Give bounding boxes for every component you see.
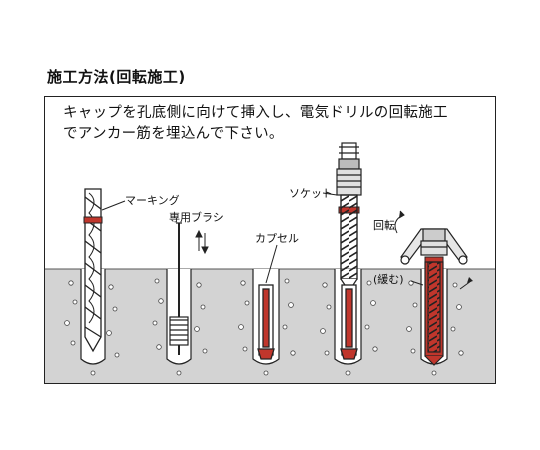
rotation-label: 回転 xyxy=(373,219,395,232)
up-down-arrows-icon xyxy=(195,229,209,255)
instruction-panel: キャップを孔底側に向けて挿入し、電気ドリルの回転施工 でアンカー筋を埋込んで下さ… xyxy=(44,96,496,384)
cleaning-brush xyxy=(169,222,189,355)
rotation-arrow-icon xyxy=(394,210,405,234)
section-title: 施工方法(回転施工) xyxy=(47,68,186,86)
loosen-label: (緩む) xyxy=(373,273,404,286)
anchor-bolt-inserting xyxy=(340,194,358,293)
rotation-handle xyxy=(400,228,468,265)
anchor-bolt-embedded xyxy=(424,261,444,366)
socket-tool xyxy=(336,142,362,196)
drill-bit xyxy=(84,188,102,353)
capsule xyxy=(257,284,275,360)
aggregate-dots xyxy=(64,278,464,376)
instruction-text: キャップを孔底側に向けて挿入し、電気ドリルの回転施工 でアンカー筋を埋込んで下さ… xyxy=(63,103,448,145)
brush-label: 専用ブラシ xyxy=(169,210,224,224)
instruction-line-2: でアンカー筋を埋込んで下さい。 xyxy=(63,126,284,142)
installation-diagram: マーキング 専用ブラシ カプセル xyxy=(45,142,495,383)
instruction-line-1: キャップを孔底側に向けて挿入し、電気ドリルの回転施工 xyxy=(63,105,448,121)
marking-label: マーキング xyxy=(125,193,180,207)
capsule-in-hole xyxy=(340,284,358,360)
marking-band xyxy=(83,216,103,224)
embedded-marking-band xyxy=(424,256,444,263)
capsule-label: カプセル xyxy=(255,232,299,245)
socket-label: ソケット xyxy=(289,187,333,200)
